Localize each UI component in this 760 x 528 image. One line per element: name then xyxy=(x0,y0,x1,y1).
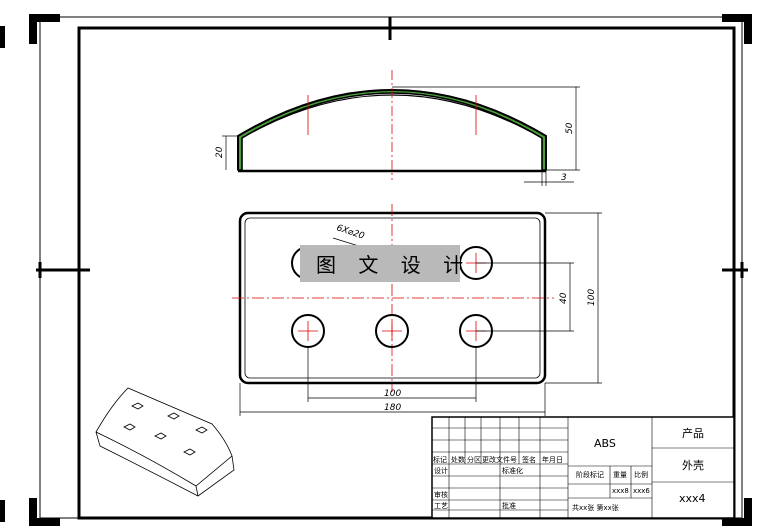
dim-40-label: 40 xyxy=(559,292,569,304)
tb-process: 工艺 xyxy=(434,502,448,510)
tb-design: 设计 xyxy=(434,466,448,475)
dim-3-label: 3 xyxy=(561,173,567,183)
holes-callout: 6X⌀20 xyxy=(335,223,366,241)
corner-mark-left-edge-bottom xyxy=(0,500,5,522)
dim-100-horizontal-label: 100 xyxy=(384,389,401,399)
tb-sheets: 共xx张 第xx张 xyxy=(572,503,619,512)
tb-review: 审核 xyxy=(434,490,448,499)
tb-weight: 重量 xyxy=(613,471,627,479)
tb-material: ABS xyxy=(594,437,616,450)
dim-50-label: 50 xyxy=(565,122,575,134)
iso-front-face xyxy=(95,431,235,497)
watermark-background xyxy=(300,245,460,282)
corner-mark-top-left xyxy=(29,14,60,44)
iso-holes xyxy=(123,402,208,456)
drawing-frame xyxy=(77,26,736,520)
iso-top-surface xyxy=(95,387,233,487)
corner-mark-top-right xyxy=(722,14,752,44)
dim-20-label: 20 xyxy=(215,146,225,158)
tb-scale-value: xxx6 xyxy=(633,487,650,495)
tb-stage-mark: 阶段标记 xyxy=(576,470,604,479)
tb-header-zone: 分区 xyxy=(467,455,481,464)
dim-180-label: 180 xyxy=(384,403,401,413)
tb-weight-value: xxx8 xyxy=(612,487,629,495)
tb-header-count: 处数 xyxy=(451,455,465,464)
tb-header-change-doc: 更改文件号 xyxy=(482,455,517,464)
dim-100-vertical-label: 100 xyxy=(587,289,597,306)
tb-header-date: 年月日 xyxy=(542,455,563,464)
watermark-text: 图 文 设 计 xyxy=(316,253,471,277)
tb-scale: 比例 xyxy=(634,470,648,479)
tb-drawing-no: xxx4 xyxy=(679,492,706,505)
front-section-view: 20 50 3 xyxy=(215,70,580,186)
plan-view: 6X⌀20 40 100 100 180 xyxy=(232,204,602,416)
corner-mark-left-edge xyxy=(0,26,5,48)
tb-part-name: 外壳 xyxy=(682,458,704,472)
tb-product-label: 产品 xyxy=(682,426,704,440)
watermark: 图 文 设 计 xyxy=(300,245,471,282)
tb-standardize: 标准化 xyxy=(502,466,523,475)
tb-header-sign: 签名 xyxy=(522,455,536,464)
tb-header-mark: 标记 xyxy=(433,455,447,464)
isometric-view xyxy=(95,387,235,497)
tb-approve: 批准 xyxy=(502,501,516,510)
corner-mark-bottom-left xyxy=(29,498,60,526)
iso-edge xyxy=(195,485,199,497)
corner-mark-bottom-right xyxy=(722,498,752,526)
title-block: 标记 处数 分区 更改文件号 签名 年月日 设计 标准化 审核 工艺 批准 AB… xyxy=(431,416,735,519)
hole xyxy=(375,314,409,348)
title-block-frame xyxy=(431,416,735,519)
